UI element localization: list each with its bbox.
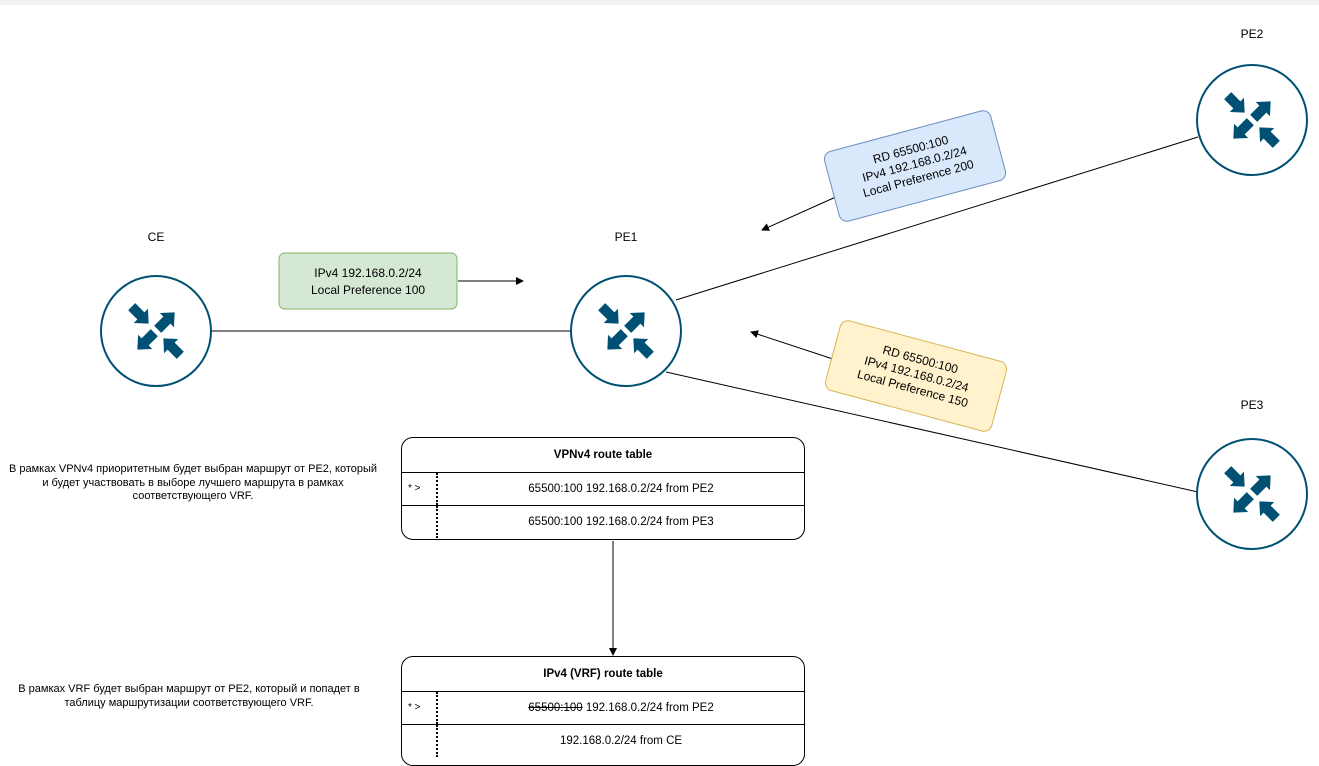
router-arrow xyxy=(1250,101,1271,122)
router-icon xyxy=(1224,466,1280,522)
link-pe1-pe3 xyxy=(665,371,1199,493)
arrow-pe2-to-pe1 xyxy=(761,195,839,231)
vpnv4-route-table: VPNv4 route table * > 65500:100 192.168.… xyxy=(401,437,805,540)
router-arrow xyxy=(1233,492,1254,513)
vrf-route-table: IPv4 (VRF) route table * > 65500:100 192… xyxy=(401,656,805,766)
route-entry: 65500:100 192.168.0.2/24 from PE3 xyxy=(528,516,714,528)
router-ce[interactable] xyxy=(100,275,212,387)
table-row[interactable]: * > 65500:100 192.168.0.2/24 from PE2 xyxy=(402,473,804,506)
router-arrow xyxy=(1224,466,1245,487)
router-arrow xyxy=(128,303,149,324)
router-arrow xyxy=(1259,127,1280,148)
svg-text:Local Preference 100: Local Preference 100 xyxy=(311,283,425,297)
ce-route-box: IPv4 192.168.0.2/24 Local Preference 100 xyxy=(278,252,458,310)
table-row[interactable]: 192.168.0.2/24 from CE xyxy=(402,725,804,757)
route-entry: 65500:100 192.168.0.2/24 from PE2 xyxy=(438,692,804,724)
router-arrow xyxy=(154,312,175,333)
router-pe3[interactable] xyxy=(1196,438,1308,550)
router-arrow xyxy=(598,303,619,324)
router-arrow xyxy=(607,329,628,350)
router-circle xyxy=(100,275,212,387)
vrf-note: В рамках VRF будет выбран маршрут от PE2… xyxy=(18,683,360,709)
router-pe1[interactable] xyxy=(570,275,682,387)
router-arrow xyxy=(1224,92,1245,113)
row-divider xyxy=(436,725,438,757)
router-icon xyxy=(128,303,184,359)
row-divider xyxy=(436,473,438,505)
pe3-route-box: RD 65500:100 IPv4 192.168.0.2/24 Local P… xyxy=(824,320,1008,432)
table-row[interactable]: 65500:100 192.168.0.2/24 from PE3 xyxy=(402,506,804,538)
router-arrow xyxy=(163,338,184,359)
router-arrow xyxy=(624,312,645,333)
router-arrow xyxy=(1233,118,1254,139)
row-divider xyxy=(436,506,438,538)
router-circle xyxy=(1196,438,1308,550)
router-icon xyxy=(1224,92,1280,148)
stripped-rd: 65500:100 xyxy=(528,702,583,714)
label-pe2: PE2 xyxy=(1241,27,1264,41)
row-divider xyxy=(436,692,438,724)
svg-text:IPv4 192.168.0.2/24: IPv4 192.168.0.2/24 xyxy=(314,266,422,280)
router-circle xyxy=(570,275,682,387)
router-icon xyxy=(598,303,654,359)
arrow-pe3-to-pe1 xyxy=(750,330,837,361)
route-entry: 192.168.0.2/24 from CE xyxy=(559,735,683,747)
route-entry: 65500:100 192.168.0.2/24 from PE2 xyxy=(528,483,714,495)
router-arrow xyxy=(137,329,158,350)
label-ce: CE xyxy=(148,230,165,244)
router-arrow xyxy=(633,338,654,359)
pe2-route-box: RD 65500:100 IPv4 192.168.0.2/24 Local P… xyxy=(823,110,1007,222)
vpnv4-table-title: VPNv4 route table xyxy=(402,438,804,473)
route-text: 192.168.0.2/24 from PE2 xyxy=(582,702,714,714)
vpnv4-note: В рамках VPNv4 приоритетным будет выбран… xyxy=(8,463,378,502)
router-pe2[interactable] xyxy=(1196,64,1308,176)
vrf-table-title: IPv4 (VRF) route table xyxy=(402,657,804,692)
table-row[interactable]: * > 65500:100 192.168.0.2/24 from PE2 xyxy=(402,692,804,725)
router-arrow xyxy=(1259,501,1280,522)
label-pe1: PE1 xyxy=(615,230,638,244)
link-pe1-pe2 xyxy=(675,136,1199,301)
best-route-marker: * > xyxy=(408,483,421,494)
router-circle xyxy=(1196,64,1308,176)
router-arrow xyxy=(1250,475,1271,496)
label-pe3: PE3 xyxy=(1241,398,1264,412)
best-route-marker: * > xyxy=(408,702,421,713)
canvas-top-bar xyxy=(0,0,1319,5)
